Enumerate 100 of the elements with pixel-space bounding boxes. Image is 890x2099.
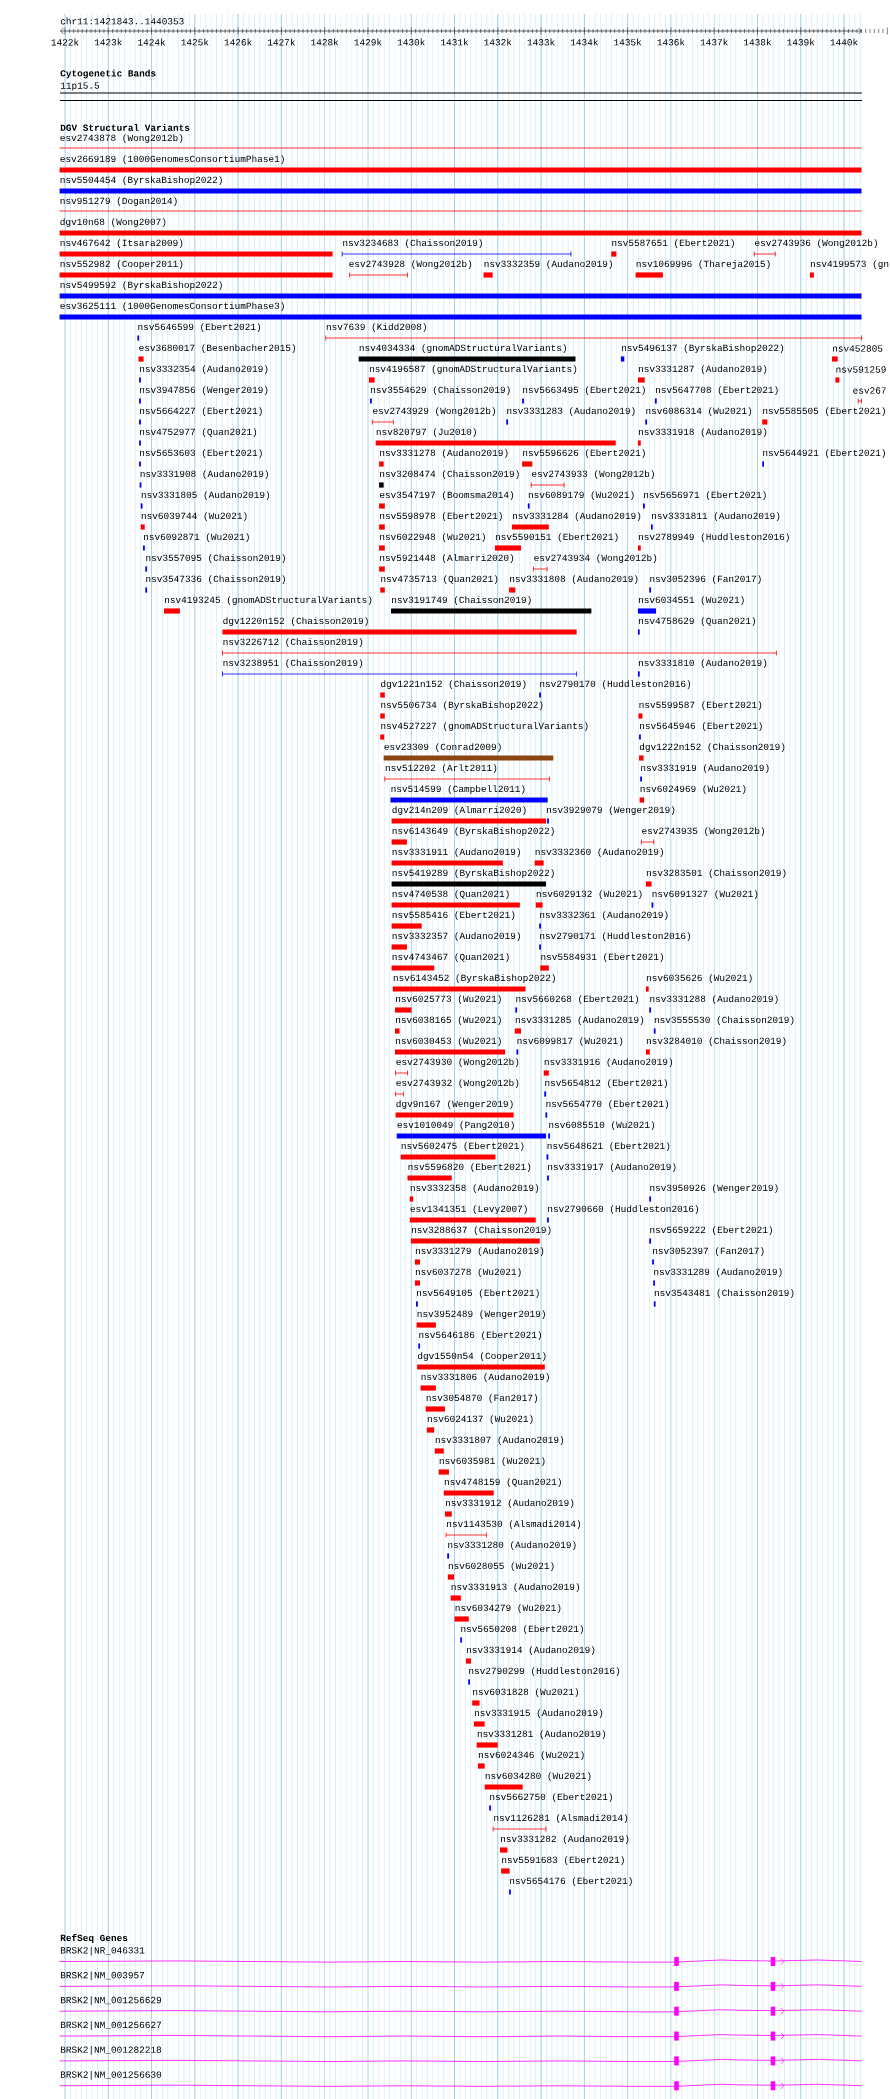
variant-label: esv2743936 (Wong2012b) — [755, 239, 877, 248]
variant-label: nsv3332360 (Audano2019) — [535, 848, 663, 857]
variant-label: nsv2790299 (Huddleston2016) — [469, 1667, 620, 1676]
variant-label: nsv2790171 (Huddleston2016) — [540, 932, 691, 941]
band-label: 11p15.5 — [60, 82, 100, 91]
variant-label: nsv1069996 (Thareja2015) — [636, 260, 770, 269]
variant-label: nsv3331811 (Audano2019) — [652, 512, 780, 521]
tick-label: 1432k — [484, 38, 512, 46]
variant-label: nsv3332357 (Audano2019) — [392, 932, 520, 941]
tick-label: 1425k — [181, 38, 209, 46]
variant-label: nsv5653603 (Ebert2021) — [140, 449, 262, 458]
variant-label: nsv4193245 (gnomADStructuralVariants) — [165, 596, 372, 605]
variant-label: nsv512202 (Arlt2011) — [385, 764, 497, 773]
variant-label: nsv3052397 (Fan2017) — [653, 1247, 764, 1256]
variant-label: nsv4740538 (Quan2021) — [392, 890, 509, 899]
variant-label: nsv6028055 (Wu2021) — [448, 1562, 554, 1571]
tick-label: 1439k — [787, 38, 815, 46]
variant-label: nsv5656971 (Ebert2021) — [644, 491, 766, 500]
variant-label: nsv5504454 (ByrskaBishop2022) — [60, 176, 222, 185]
tick-label: 1427k — [267, 38, 295, 46]
gene-label: BRSK2|NM_001256629 — [60, 1996, 162, 2006]
variant-label: nsv6089179 (Wu2021) — [528, 491, 634, 500]
variant-label: nsv6086314 (Wu2021) — [646, 407, 752, 416]
variant-label: nsv3331917 (Audano2019) — [548, 1163, 676, 1172]
variant-label: nsv3331288 (Audano2019) — [650, 995, 778, 1004]
variant-label: nsv4199573 (gn — [810, 260, 889, 269]
variant-label: nsv4527227 (gnomADStructuralVariants) — [381, 722, 588, 731]
variant-label: nsv3331280 (Audano2019) — [448, 1541, 576, 1550]
variant-label: nsv5648621 (Ebert2021) — [547, 1142, 670, 1151]
variant-label: nsv3331911 (Audano2019) — [392, 848, 520, 857]
variant-label: nsv2790170 (Huddleston2016) — [540, 680, 691, 689]
variant-label: nsv5664227 (Ebert2021) — [140, 407, 262, 416]
variant-label: nsv5599587 (Ebert2021) — [639, 701, 762, 710]
variant-label: nsv591259 — [836, 366, 886, 373]
variant-label: nsv3331914 (Audano2019) — [466, 1646, 595, 1655]
variant-label: nsv5646599 (Ebert2021) — [138, 323, 261, 332]
tick-label: 1422k — [51, 38, 79, 46]
variant-label: nsv6030453 (Wu2021) — [396, 1037, 501, 1046]
variant-label: nsv5585505 (Ebert2021) — [763, 407, 885, 416]
variant-label: dgv1221n152 (Chaisson2019) — [381, 680, 526, 689]
tick-label: 1429k — [354, 38, 382, 46]
variant-label: nsv3331805 (Audano2019) — [141, 491, 270, 500]
variant-label: nsv6022948 (Wu2021) — [380, 533, 485, 542]
variant-label: nsv6024969 (Wu2021) — [640, 785, 746, 794]
tick-label: 1435k — [614, 38, 642, 46]
variant-label: nsv452805 — [833, 345, 883, 352]
variant-label: nsv3332354 (Audano2019) — [140, 365, 268, 374]
variant-label: nsv3929079 (Wenger2019) — [547, 806, 675, 815]
variant-label: nsv3950926 (Wenger2019) — [650, 1184, 778, 1193]
variant-label: nsv6035981 (Wu2021) — [439, 1457, 545, 1466]
variant-label: dgv214n209 (Almarri2020) — [392, 806, 526, 815]
variant-label: nsv3555530 (Chaisson2019) — [654, 1016, 794, 1025]
variant-label: nsv5654770 (Ebert2021) — [546, 1100, 669, 1109]
variant-label: esv1341351 (Levy2007) — [410, 1205, 527, 1214]
tick-label: 1423k — [94, 38, 122, 46]
variant-label: esv2669189 (1000GenomesConsortiumPhase1) — [60, 155, 284, 164]
variant-label: nsv3947856 (Wenger2019) — [140, 386, 268, 395]
variant-label: esv2743878 (Wong2012b) — [60, 134, 183, 143]
tick-label: 1431k — [441, 38, 469, 46]
tick-label: 1437k — [700, 38, 728, 46]
variant-label: nsv5506734 (ByrskaBishop2022) — [381, 701, 543, 710]
variant-label: esv3680017 (Besenbacher2015) — [139, 344, 295, 353]
gene-label: BRSK2|NM_003957 — [60, 1971, 145, 1981]
variant-label: nsv5663495 (Ebert2021) — [523, 386, 645, 395]
variant-label: nsv5587651 (Ebert2021) — [612, 239, 734, 248]
variant-label: nsv4748159 (Quan2021) — [444, 1478, 561, 1487]
variant-label: nsv6024346 (Wu2021) — [478, 1751, 584, 1760]
variant-label: nsv5644921 (Ebert2021) — [763, 449, 885, 458]
variant-label: nsv3331916 (Audano2019) — [544, 1058, 673, 1067]
variant-label: nsv6085510 (Wu2021) — [549, 1121, 654, 1130]
variant-label: nsv3332361 (Audano2019) — [540, 911, 668, 920]
variant-label: nsv5590151 (Ebert2021) — [495, 533, 618, 542]
position-label: chr11:1421843..1440353 — [60, 17, 184, 25]
variant-label: nsv5499592 (ByrskaBishop2022) — [60, 281, 222, 290]
variant-label: nsv3226712 (Chaisson2019) — [223, 638, 363, 647]
variant-label: dgv9n167 (Wenger2019) — [396, 1100, 513, 1109]
tick-label: 1426k — [224, 38, 252, 46]
variant-label: nsv4758629 (Quan2021) — [638, 617, 755, 626]
tick-label: 1424k — [138, 38, 166, 46]
variant-label: nsv6029132 (Wu2021) — [536, 890, 642, 899]
variant-label: nsv2789949 (Huddleston2016) — [638, 533, 789, 542]
gene-label: BRSK2|NM_001256627 — [60, 2021, 161, 2030]
variant-label: nsv3284010 (Chaisson2019) — [646, 1037, 786, 1046]
variant-label: nsv3331912 (Audano2019) — [445, 1499, 574, 1508]
variant-label: nsv3191749 (Chaisson2019) — [392, 596, 531, 605]
variant-label: nsv5602475 (Ebert2021) — [401, 1142, 524, 1151]
variant-label: nsv3238951 (Chaisson2019) — [223, 659, 363, 668]
variant-label: nsv3331807 (Audano2019) — [435, 1436, 564, 1445]
variant-label: nsv5650208 (Ebert2021) — [461, 1625, 583, 1634]
tick-label: 1438k — [744, 38, 772, 46]
variant-label: nsv6143649 (ByrskaBishop2022) — [392, 827, 554, 836]
variant-label: nsv3331279 (Audano2019) — [415, 1247, 544, 1256]
variant-label: nsv3331918 (Audano2019) — [638, 428, 767, 437]
variant-label: nsv3331284 (Audano2019) — [512, 512, 641, 521]
variant-label: nsv3331283 (Audano2019) — [507, 407, 635, 416]
tick-label: 1436k — [657, 38, 685, 46]
variant-label: nsv552982 (Cooper2011) — [60, 260, 183, 269]
variant-label: nsv6034551 (Wu2021) — [638, 596, 744, 605]
track-title: DGV Structural Variants — [60, 124, 190, 131]
variant-label: esv3625111 (1000GenomesConsortiumPhase3) — [60, 302, 284, 311]
